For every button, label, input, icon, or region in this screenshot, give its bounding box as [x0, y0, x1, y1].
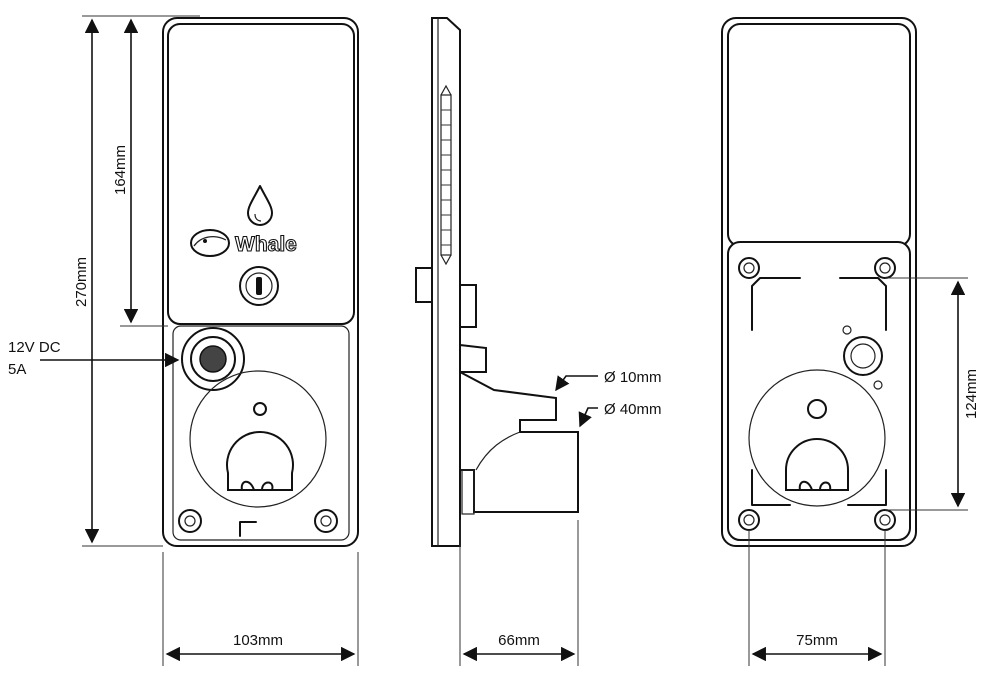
side-faceplate	[431, 17, 461, 547]
rear-dimensions: 124mm 75mm	[748, 277, 980, 666]
side-rear-boss	[459, 284, 477, 328]
rear-mount-plate	[727, 241, 911, 541]
side-pump-body	[459, 370, 579, 513]
leader-10mm	[555, 375, 598, 392]
side-switch-block	[415, 267, 433, 303]
front-bottom-tab	[239, 521, 257, 537]
leader-40mm	[578, 407, 598, 428]
rear-small-port	[807, 399, 827, 419]
label-164mm: 164mm	[112, 145, 129, 195]
label-124mm: 124mm	[963, 369, 980, 419]
label-40mm: Ø 40mm	[604, 401, 662, 418]
front-lower-plate	[172, 325, 350, 541]
front-screw-right	[314, 509, 338, 533]
brand-wordmark: Whale	[235, 233, 297, 256]
label-103mm: 103mm	[233, 632, 283, 649]
front-upper-cover	[167, 23, 355, 325]
rear-outlet	[785, 438, 849, 491]
label-75mm: 75mm	[796, 632, 838, 649]
water-drop-icon	[247, 185, 273, 226]
front-dimensions: 270mm 164mm 103mm 12V DC 5A	[8, 15, 359, 666]
side-view	[415, 17, 579, 547]
label-12v-dc: 12V DC	[8, 339, 61, 356]
front-view: Whale	[162, 17, 359, 547]
front-pump-housing	[189, 370, 327, 508]
label-270mm: 270mm	[73, 257, 90, 307]
whale-logo-icon	[190, 229, 230, 257]
label-5a: 5A	[8, 361, 26, 378]
side-connector	[459, 343, 487, 373]
side-level-indicator	[440, 94, 452, 256]
front-small-port	[253, 402, 267, 416]
label-66mm: 66mm	[498, 632, 540, 649]
slot-switch-icon	[239, 266, 279, 306]
front-outlet	[226, 430, 294, 491]
label-10mm: Ø 10mm	[604, 369, 662, 386]
rear-view	[721, 17, 917, 547]
front-screw-left	[178, 509, 202, 533]
rear-inlet-port	[843, 336, 883, 376]
rear-upper-cover	[727, 23, 911, 247]
power-socket-icon	[181, 327, 245, 391]
rear-pump-housing	[748, 369, 886, 507]
rear-screw-tl	[738, 257, 760, 279]
side-dimensions: 66mm Ø 10mm Ø 40mm	[459, 369, 662, 666]
